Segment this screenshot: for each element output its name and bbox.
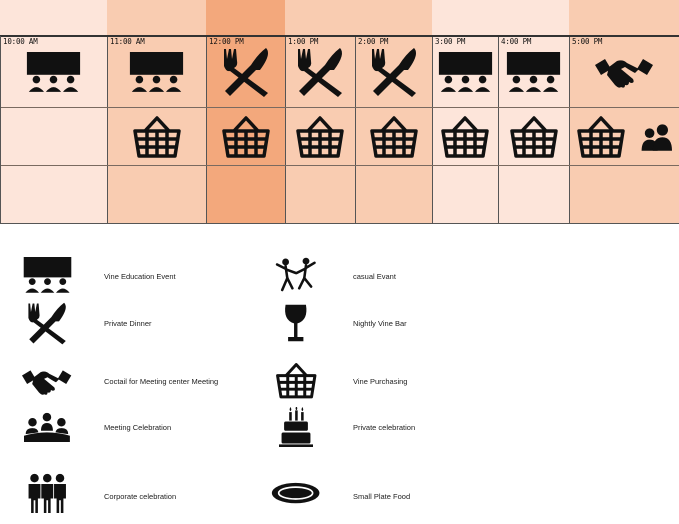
grid-bottom-rule (0, 223, 679, 224)
time-label: 12:00 PM (209, 37, 244, 46)
time-label: 1:00 PM (288, 37, 319, 46)
legend-icon (14, 250, 80, 300)
slot-row1 (498, 37, 569, 107)
slot-row1 (432, 37, 498, 107)
legend-label: Vine Purchasing (353, 377, 408, 386)
column-header-band (285, 0, 355, 36)
slot-row1 (206, 37, 285, 107)
slot-row1 (569, 37, 679, 107)
corporate-icon (26, 473, 69, 514)
column-divider (498, 35, 499, 224)
column-divider (432, 35, 433, 224)
legend-label: Small Plate Food (353, 492, 411, 501)
basket-icon (295, 115, 345, 159)
fork-knife-icon (368, 46, 420, 98)
education-icon (437, 52, 494, 92)
row-divider (0, 165, 679, 166)
column-divider (206, 35, 207, 224)
column-divider (107, 35, 108, 224)
column-header-band (432, 0, 498, 36)
slot-row1 (285, 37, 355, 107)
slot-row2 (432, 108, 498, 165)
row-divider (0, 107, 679, 108)
legend-icon (14, 356, 80, 406)
legend-label: Vine Education Event (104, 272, 176, 281)
basket-icon (509, 115, 559, 159)
handshake-icon (22, 367, 72, 396)
slot-row2 (355, 108, 432, 165)
basket-icon (221, 115, 271, 159)
slot-row2 (285, 108, 355, 165)
column-divider (355, 35, 356, 224)
time-label: 3:00 PM (435, 37, 466, 46)
time-column: 3:00 PM (432, 0, 498, 224)
grid-left-border (0, 36, 1, 224)
legend-icon (263, 468, 329, 518)
fork-knife-icon (294, 46, 346, 98)
legend-icon (263, 402, 329, 452)
slot-row2 (0, 108, 107, 165)
legend-label: Meeting Celebration (104, 423, 172, 432)
slot-row2 (498, 108, 569, 165)
time-label: 4:00 PM (501, 37, 532, 46)
basket-icon (275, 362, 318, 399)
legend-icon (263, 298, 329, 348)
people-icon (640, 122, 672, 151)
wine-glass-icon (283, 303, 309, 344)
fork-knife-icon (220, 46, 272, 98)
legend-label: Coctail for Meeting center Meeting (104, 377, 219, 386)
meeting-icon (24, 412, 70, 443)
legend-icon (14, 468, 80, 518)
fork-knife-icon (25, 301, 69, 345)
slot-row1 (107, 37, 206, 107)
schedule-grid: 10:00 AM 11:00 AM (0, 0, 679, 224)
legend-icon (14, 298, 80, 348)
basket-icon (132, 115, 182, 159)
column-header-band (107, 0, 206, 36)
legend-icon (14, 402, 80, 452)
dancing-icon (272, 256, 320, 293)
legend-label: Private celebration (353, 423, 416, 432)
plate-icon (271, 482, 320, 504)
time-column: 5:00 PM (569, 0, 679, 224)
slot-row2 (569, 108, 679, 165)
legend-icon (263, 250, 329, 300)
time-label: 5:00 PM (572, 37, 603, 46)
cake-icon (279, 406, 313, 448)
column-header-band (569, 0, 679, 36)
time-column: 11:00 AM (107, 0, 206, 224)
legend-label: Nightly Vine Bar (353, 319, 407, 328)
time-label: 11:00 AM (110, 37, 145, 46)
time-column: 2:00 PM (355, 0, 432, 224)
legend-icon (263, 356, 329, 406)
legend-label: Corporate celebration (104, 492, 177, 501)
education-icon (128, 52, 185, 92)
time-label: 10:00 AM (3, 37, 38, 46)
column-header-band (355, 0, 432, 36)
education-icon (22, 257, 73, 293)
slot-row1 (355, 37, 432, 107)
basket-icon (576, 115, 626, 159)
time-column: 10:00 AM (0, 0, 107, 224)
legend-label: casual Evant (353, 272, 396, 281)
basket-icon (369, 115, 419, 159)
column-divider (285, 35, 286, 224)
slot-row1 (0, 37, 107, 107)
education-icon (25, 52, 82, 92)
header-rule (0, 35, 679, 37)
time-column: 4:00 PM (498, 0, 569, 224)
education-icon (505, 52, 562, 92)
legend-label: Private Dinner (104, 319, 152, 328)
handshake-icon (595, 55, 653, 89)
time-column: 1:00 PM (285, 0, 355, 224)
basket-icon (440, 115, 490, 159)
slot-row2 (206, 108, 285, 165)
slot-row2 (107, 108, 206, 165)
column-header-band (0, 0, 107, 36)
column-header-band (498, 0, 569, 36)
column-header-band (206, 0, 285, 36)
time-label: 2:00 PM (358, 37, 389, 46)
column-divider (569, 35, 570, 224)
time-column: 12:00 PM (206, 0, 285, 224)
